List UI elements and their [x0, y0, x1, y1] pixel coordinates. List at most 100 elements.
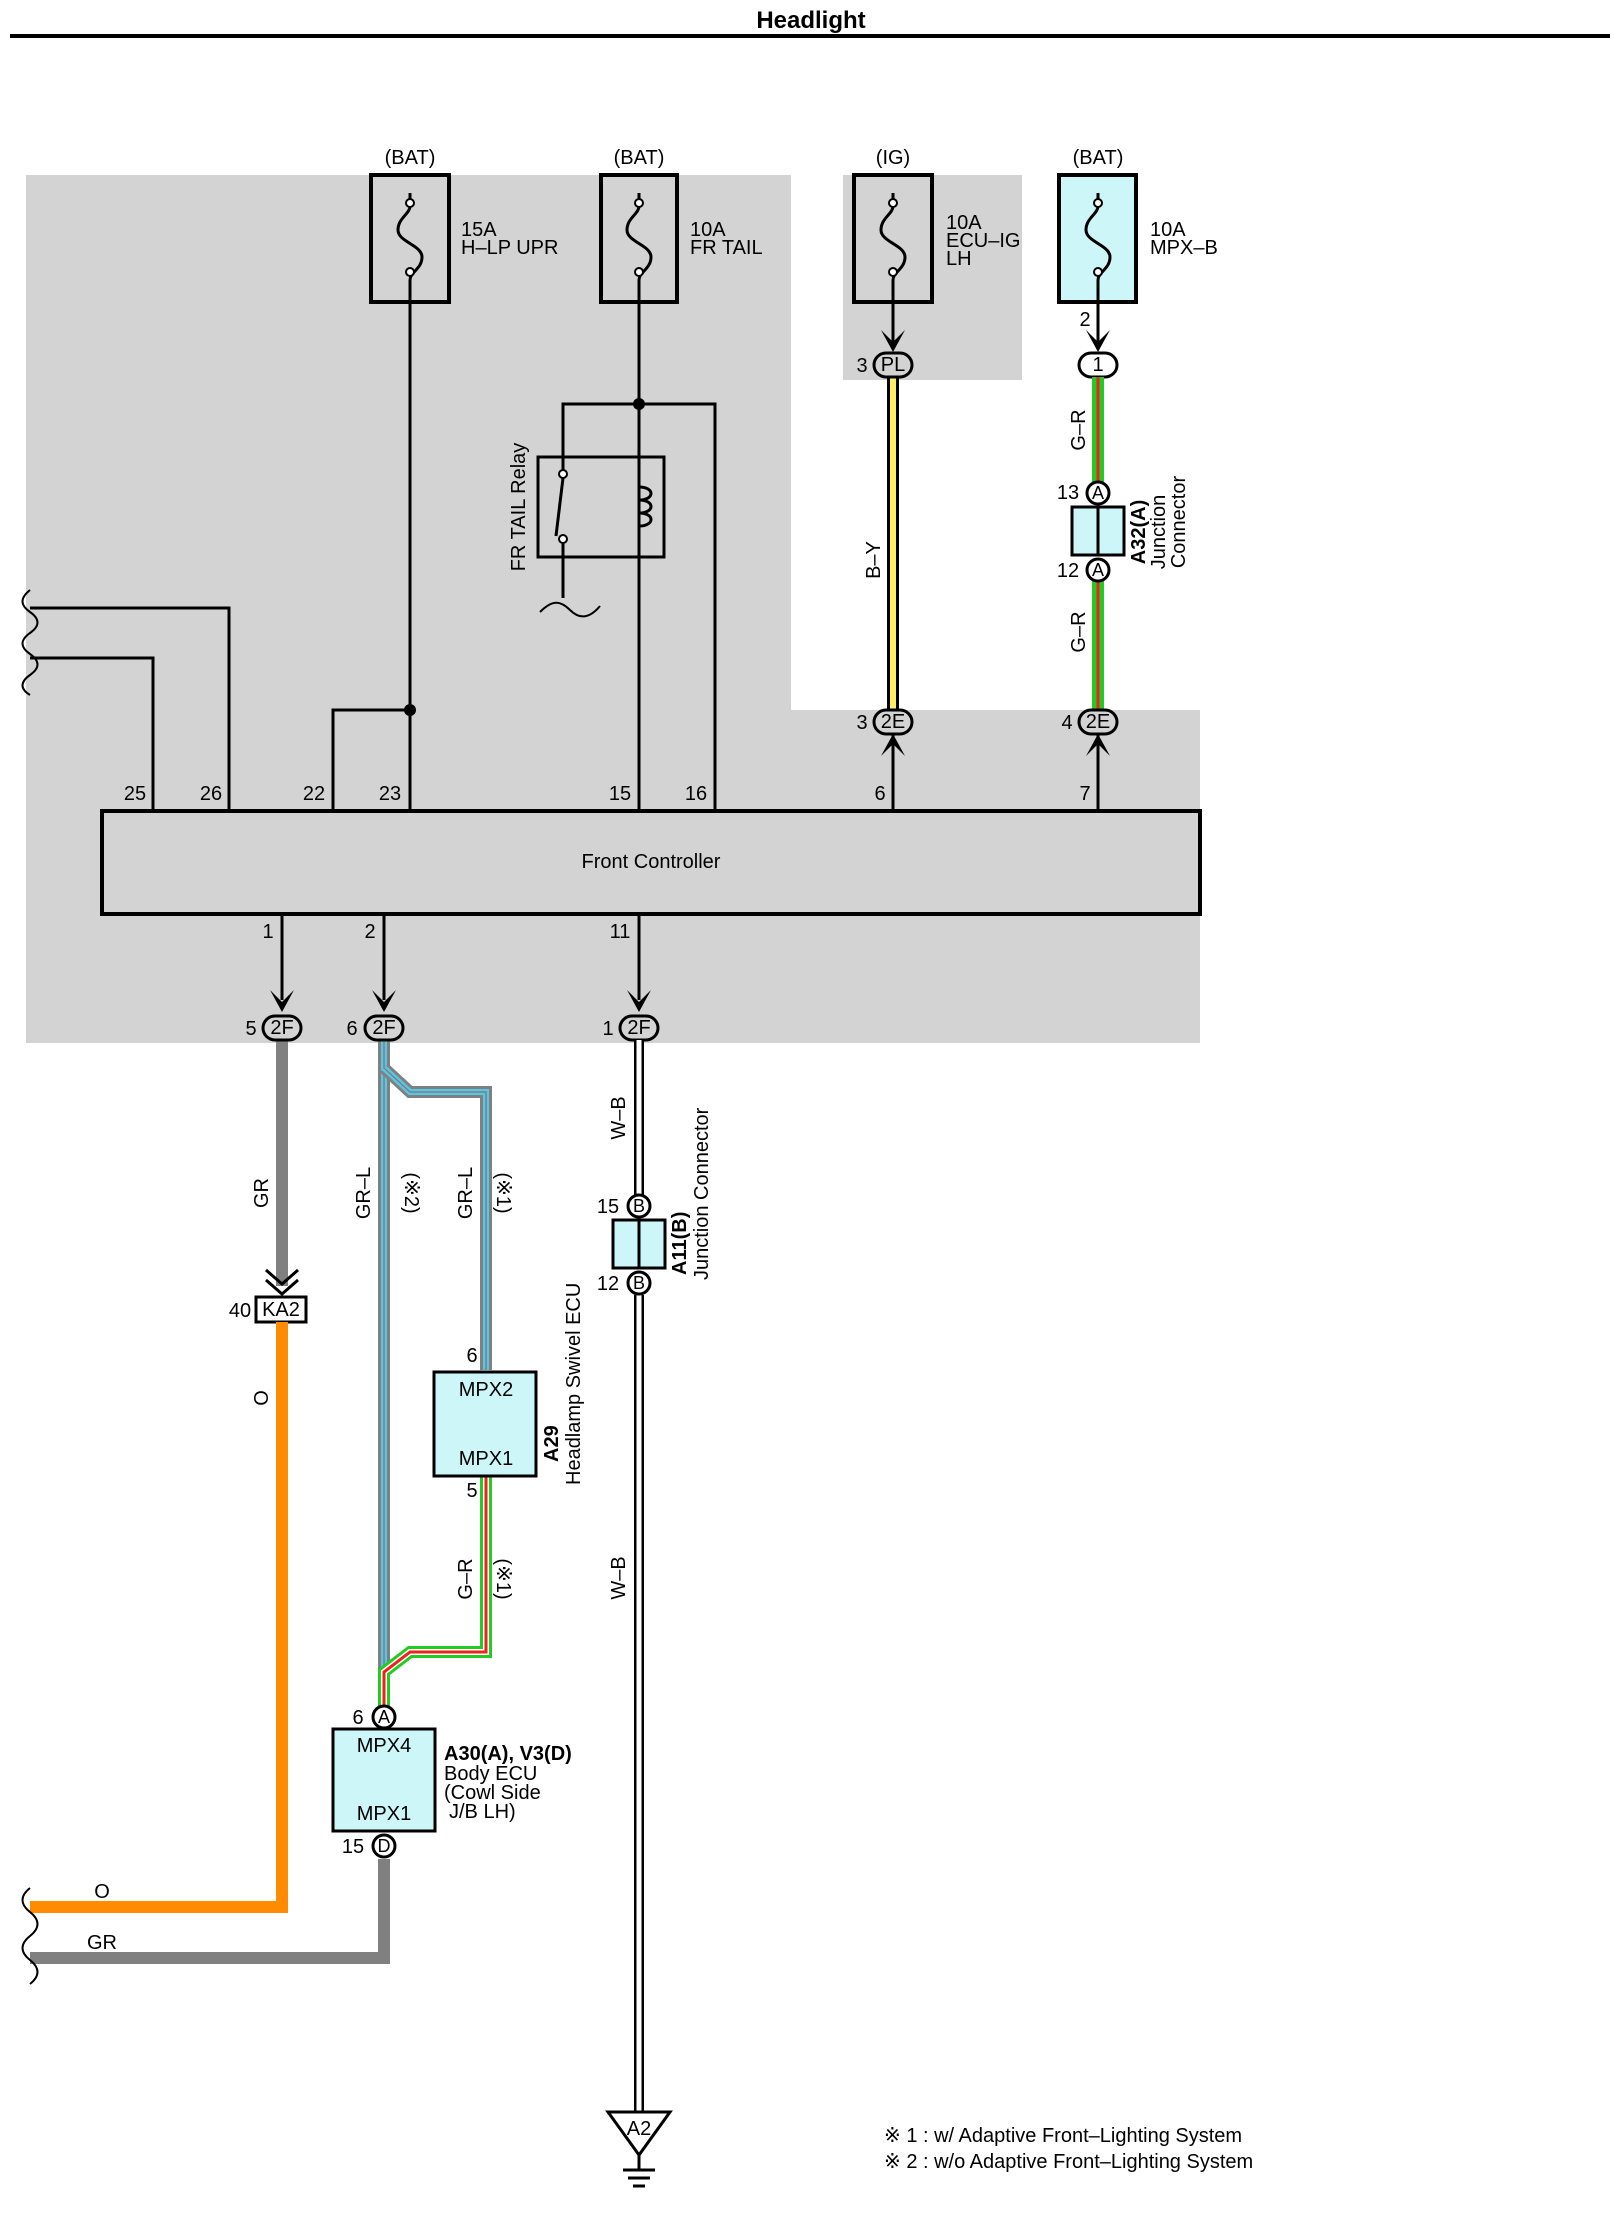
arrow-icon [270, 990, 294, 1012]
wire-note: (※2) [400, 1172, 422, 1213]
arrow-icon [265, 1268, 299, 1286]
wire-label-b-y: B–Y [863, 541, 885, 579]
fuse-fr-tail: (BAT) 10A FR TAIL [599, 147, 763, 304]
component-id: A30(A), V3(D) [444, 1743, 572, 1765]
arrow-icon [265, 1278, 299, 1296]
ground-a2: A2 [605, 2110, 673, 2188]
fuse-rating: 15A [461, 219, 497, 241]
ground-code: A2 [627, 2118, 651, 2140]
fuse-output-pin: 2 [1079, 309, 1090, 331]
component-name-line3: J/B LH) [449, 1801, 516, 1823]
fuse-name: ECU–IG [946, 230, 1020, 252]
connector-pin: 1 [602, 1018, 613, 1040]
connector-pl: PL 3 [856, 351, 914, 379]
pin-label: 15 [609, 783, 631, 805]
splice-dot [404, 704, 416, 716]
controller-outputs [280, 914, 641, 1000]
pin-label: 1 [262, 921, 273, 943]
wire-label-o: O [251, 1390, 273, 1406]
footnote: ※ 1 : w/ Adaptive Front–Lighting System [884, 2125, 1242, 2147]
fuse-name: H–LP UPR [461, 237, 558, 259]
pin-label: 26 [200, 783, 222, 805]
component-name-line2: (Cowl Side [444, 1782, 541, 1804]
fuse-source-label: (BAT) [385, 147, 436, 169]
connector-pin: 12 [597, 1273, 619, 1295]
fuse-source-label: (BAT) [614, 147, 665, 169]
wire-label-gr-l: GR–L [455, 1167, 477, 1219]
connector-ka2: KA2 40 [229, 1295, 308, 1324]
connector-code: 2E [881, 711, 905, 733]
front-controller: Front Controller 25 26 22 23 15 16 6 7 1… [100, 783, 1202, 943]
black-wires-upper [30, 284, 717, 811]
title-rule [10, 34, 1610, 38]
page-title: Headlight [756, 7, 865, 34]
relay-label: FR TAIL Relay [508, 443, 530, 572]
junction-name-line2: Connector [1168, 476, 1190, 569]
connector-pin: 3 [856, 712, 867, 734]
wire-note: (※1) [492, 1172, 514, 1213]
wire-label-g-r: G–R [1068, 611, 1090, 652]
headlamp-swivel-ecu: MPX2 MPX1 6 5 A29 Headlamp Swivel ECU [432, 1283, 585, 1502]
wire-o [30, 1322, 288, 1913]
port-label: MPX2 [459, 1379, 513, 1401]
wire-note: (※1) [492, 1558, 514, 1599]
port-label: MPX1 [357, 1803, 411, 1825]
wire-break-icon [21, 589, 39, 696]
connector-code: B [633, 1273, 645, 1293]
arrow-icon [881, 330, 905, 352]
connector-pin: 12 [1057, 560, 1079, 582]
connector-pin: 13 [1057, 482, 1079, 504]
pin-label: 6 [874, 783, 885, 805]
connector-pin: 4 [1061, 712, 1072, 734]
connector-pin: 15 [597, 1196, 619, 1218]
fuse-h-lp-upr: (BAT) 15A H–LP UPR [369, 147, 558, 304]
connector-code: A [1092, 560, 1104, 580]
wire-g-r-swivel [378, 1476, 492, 1706]
fuse-rating: 10A [1150, 219, 1186, 241]
component-name: Headlamp Swivel ECU [563, 1283, 585, 1485]
junction-id: A11(B) [669, 1212, 691, 1275]
connector-2f-left: 2F 5 [245, 1014, 303, 1042]
fuse-name: FR TAIL [690, 237, 763, 259]
wire-label-w-b: W–B [608, 1556, 630, 1599]
wire-break-icon [21, 1887, 39, 1985]
junction-connector-a11: B 15 B 12 A11(B) Junction Connector [597, 1107, 713, 1296]
connector-pin: 6 [352, 1707, 363, 1729]
wire-label-o: O [94, 1881, 110, 1903]
pin-label: 6 [466, 1345, 477, 1367]
pin-label: 22 [303, 783, 325, 805]
connector-2e-right: 2E 4 [1061, 708, 1119, 811]
fuse-ecu-ig-lh: (IG) 10A ECU–IG LH [852, 147, 1020, 304]
fuse-mpx-b: (BAT) 10A MPX–B [1057, 147, 1218, 304]
fuse-rating: 10A [690, 219, 726, 241]
fuse-source-label: (IG) [876, 147, 910, 169]
pin-label: 25 [124, 783, 146, 805]
junction-name: Junction Connector [691, 1107, 713, 1280]
arrow-icon [627, 990, 651, 1012]
port-label: MPX4 [357, 1735, 411, 1757]
connector-2f-right: 2F 1 [602, 1014, 660, 1042]
connector-code: A [1092, 483, 1104, 503]
connector-code: KA2 [262, 1299, 300, 1321]
fuse-name-line2: LH [946, 248, 972, 270]
connector-pin: 15 [342, 1836, 364, 1858]
pin-label: 11 [610, 921, 631, 943]
splice-dot [633, 398, 645, 410]
wire-label-gr-l: GR–L [353, 1167, 375, 1219]
relay-coil-icon [638, 485, 653, 528]
connector-code: A [378, 1707, 390, 1727]
connector-pin: 5 [245, 1018, 256, 1040]
fuse-name: MPX–B [1150, 237, 1218, 259]
wire-label-g-r: G–R [1068, 409, 1090, 450]
fr-tail-relay: FR TAIL Relay [508, 443, 666, 618]
connector-code: D [378, 1836, 391, 1856]
wire-label-gr: GR [251, 1178, 273, 1208]
arrow-icon [372, 990, 396, 1012]
connector-code: 2E [1086, 711, 1110, 733]
connector-code: 2F [270, 1017, 293, 1039]
connector-1: 1 [1077, 351, 1119, 379]
component-id: A29 [541, 1425, 563, 1462]
ground-icon [623, 2155, 655, 2188]
connector-code: 1 [1092, 354, 1103, 376]
